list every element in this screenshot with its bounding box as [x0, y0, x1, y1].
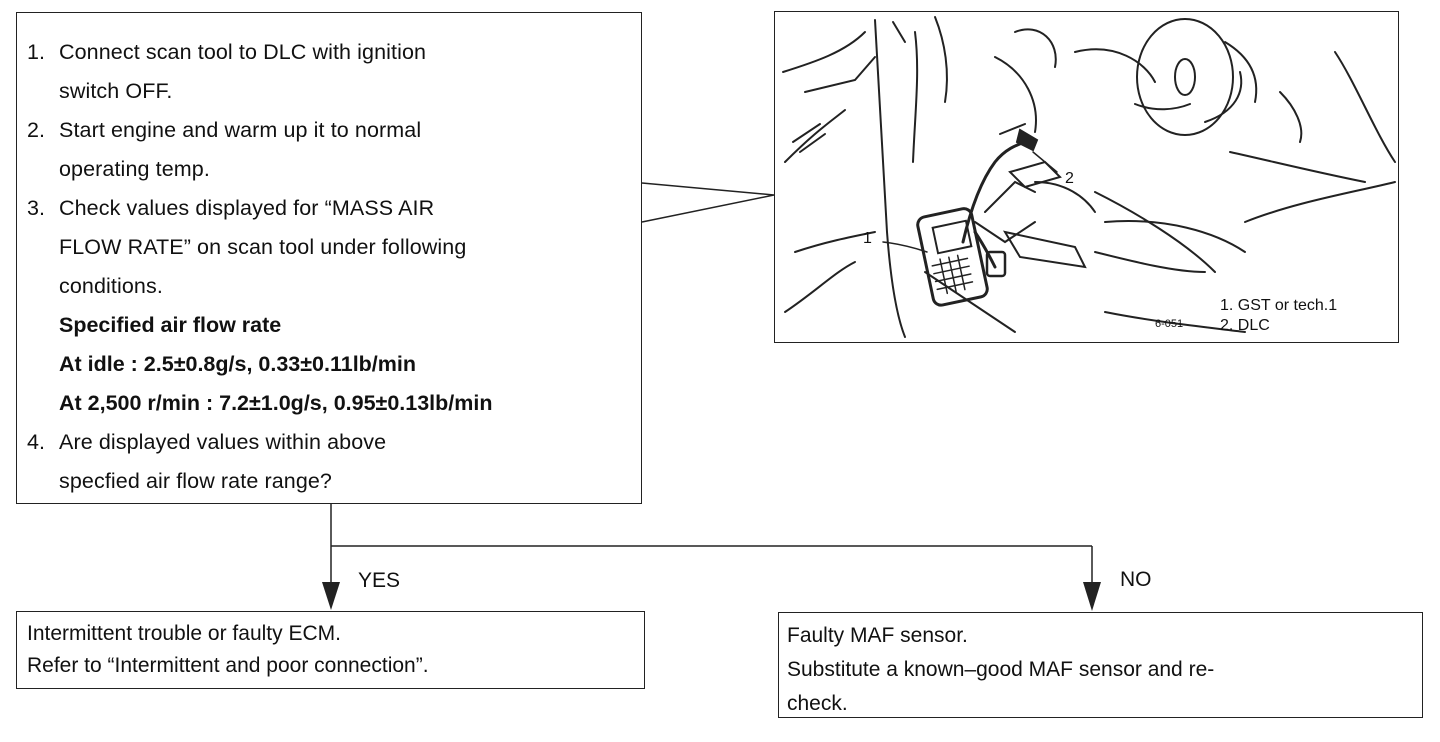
step-line: Start engine and warm up it to normal: [59, 118, 422, 142]
step-2: 2. Start engine and warm up it to normal…: [27, 111, 641, 189]
legend-item-2: 2. DLC: [1220, 317, 1270, 334]
figure-pointer: [641, 182, 775, 223]
step-number: 1.: [27, 40, 46, 64]
spec-rpm: At 2,500 r/min : 7.2±1.0g/s, 0.95±0.13lb…: [59, 391, 493, 415]
no-label: NO: [1120, 568, 1152, 591]
step-line: Are displayed values within above: [59, 430, 387, 454]
yes-label: YES: [358, 569, 401, 592]
spec-idle: At idle : 2.5±0.8g/s, 0.33±0.11lb/min: [59, 352, 416, 376]
step-line: Connect scan tool to DLC with ignition: [59, 40, 427, 64]
step-number: 3.: [27, 196, 46, 220]
step-line: operating temp.: [59, 157, 210, 181]
result-line: Refer to “Intermittent and poor connecti…: [27, 654, 429, 677]
vehicle-interior-drawing: [782, 16, 1396, 338]
step-line: Check values displayed for “MASS AIR: [59, 196, 435, 220]
no-result-box: Faulty MAF sensor. Substitute a known–go…: [778, 612, 1423, 718]
result-line: Intermittent trouble or faulty ECM.: [27, 622, 341, 645]
callout-1: 1: [863, 230, 872, 247]
result-line: Substitute a known–good MAF sensor and r…: [787, 658, 1215, 681]
step-1: 1. Connect scan tool to DLC with ignitio…: [27, 33, 641, 111]
step-4: 4. Are displayed values within above spe…: [27, 423, 641, 501]
step-line: specfied air flow rate range?: [59, 469, 332, 493]
step-3: 3. Check values displayed for “MASS AIR …: [27, 189, 641, 306]
scan-tool-illustration: 1 2 6-051 1. GST or tech.1 2. DLC: [774, 11, 1399, 343]
figure-legend: 1. GST or tech.1 2. DLC: [1220, 296, 1337, 336]
result-line: Faulty MAF sensor.: [787, 624, 968, 647]
yes-arrowhead: [322, 582, 340, 610]
yes-result-box: Intermittent trouble or faulty ECM. Refe…: [16, 611, 645, 689]
step-line: FLOW RATE” on scan tool under following: [59, 235, 467, 259]
result-line: check.: [787, 692, 848, 715]
step-line: switch OFF.: [59, 79, 173, 103]
spec-title: Specified air flow rate: [59, 313, 282, 337]
callout-2: 2: [1065, 170, 1074, 187]
step-number: 2.: [27, 118, 46, 142]
no-arrowhead: [1083, 582, 1101, 611]
step-number: 4.: [27, 430, 46, 454]
step-line: conditions.: [59, 274, 163, 298]
procedure-box: 1. Connect scan tool to DLC with ignitio…: [16, 12, 642, 504]
figure-code: 6-051: [1155, 318, 1184, 330]
legend-item-1: 1. GST or tech.1: [1220, 297, 1338, 314]
